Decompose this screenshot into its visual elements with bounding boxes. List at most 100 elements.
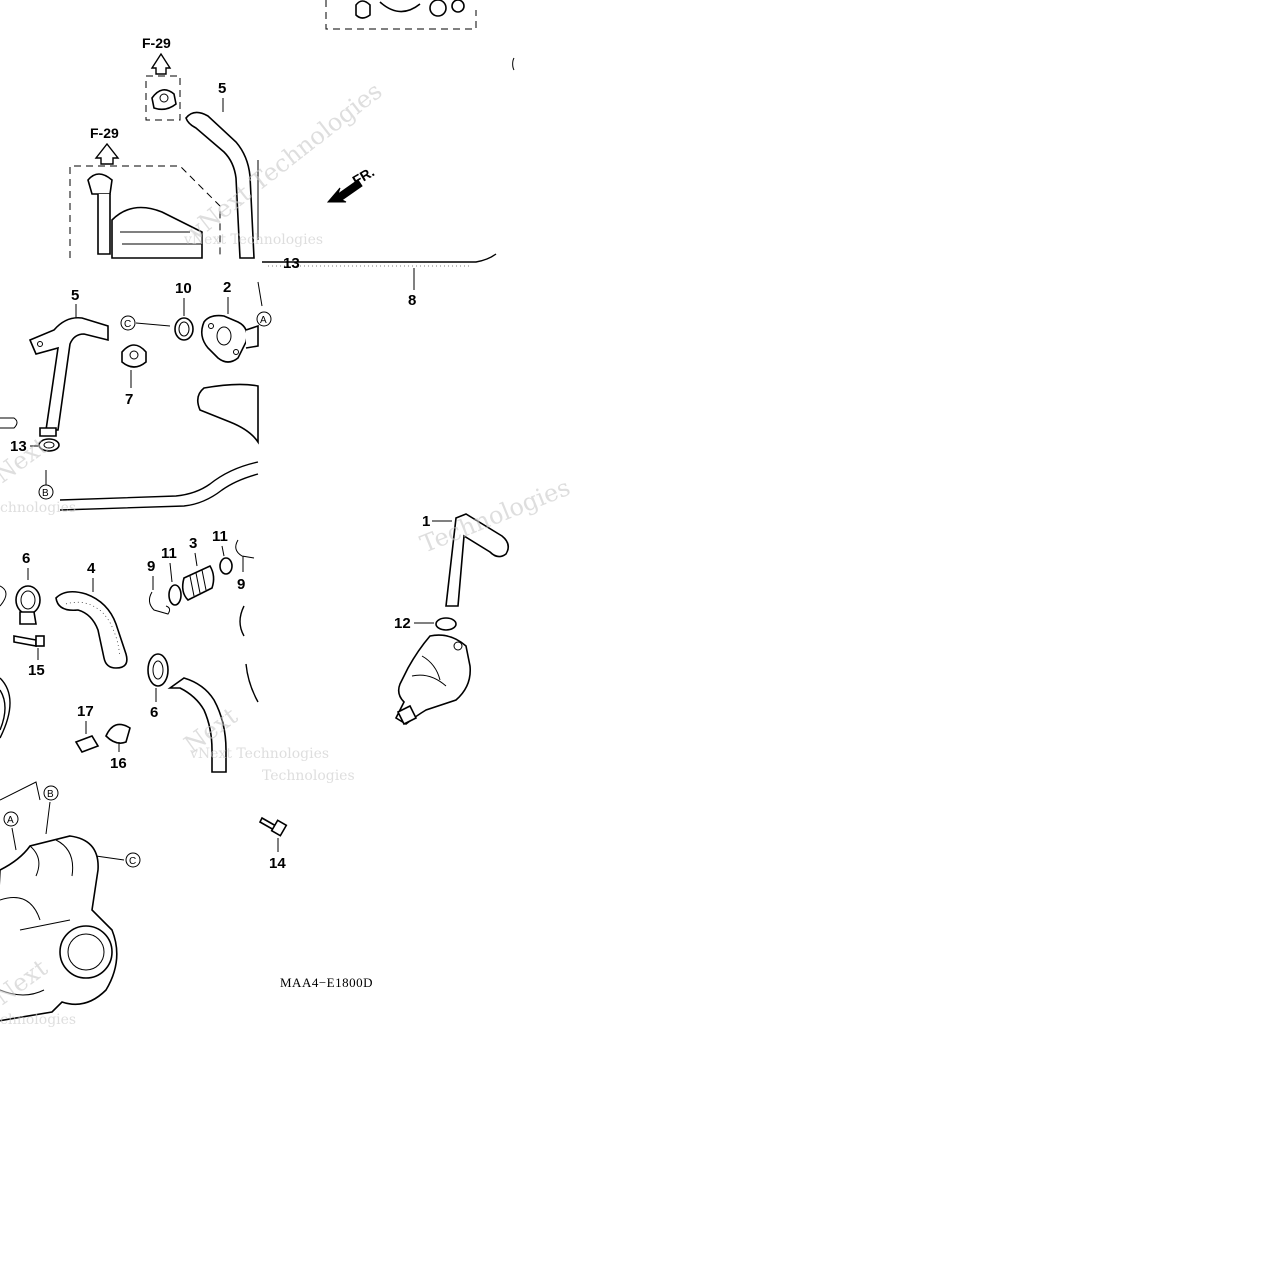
hose-4	[55, 590, 128, 669]
panel-lower: 6 15 4 9 11 3 11 9 6	[0, 528, 355, 784]
o-ring-11-right-icon	[219, 557, 233, 575]
reservoir-detail	[120, 231, 202, 245]
watermark-text-5: vNext Technologies	[189, 746, 329, 762]
joint-2-spigot	[245, 324, 259, 349]
clamp-hole-icon	[159, 93, 169, 103]
callout-9-left: 9	[147, 558, 155, 575]
callout-13-partial: 13	[283, 255, 300, 272]
front-direction-arrow-icon	[326, 179, 363, 203]
callout-10: 10	[175, 280, 192, 297]
leader-11-right	[221, 545, 225, 557]
clamp-icon	[151, 89, 177, 111]
circlip-9-left-icon	[148, 591, 171, 615]
pipe-5-lower	[28, 316, 109, 431]
clamp-6-lower-icon	[147, 653, 169, 687]
clip-17-icon	[74, 735, 100, 753]
circle-ref-c1-label: C	[124, 319, 131, 330]
leader-11-left	[169, 562, 173, 583]
ref-label-f29-upper: F-29	[142, 35, 171, 51]
leader-c1	[135, 322, 171, 327]
clamp-7-inner	[129, 350, 139, 360]
circle-ref-c2	[125, 852, 141, 868]
dashed-box-reservoir	[69, 165, 221, 258]
pipe-1	[445, 513, 510, 607]
ref-label-f29-lower: F-29	[90, 125, 119, 141]
leader-a2	[11, 827, 17, 851]
diagram-code: MAA4−E1800D	[280, 975, 373, 990]
o-ring-10-icon	[174, 317, 194, 341]
clamp-7-icon	[121, 344, 147, 368]
leader-c2	[95, 855, 125, 861]
o-ring-13-inner	[43, 441, 55, 449]
reservoir-cap	[87, 173, 113, 195]
callout-12: 12	[394, 615, 411, 632]
clamp-16-icon	[105, 723, 131, 744]
leader-a1	[257, 281, 263, 307]
engine-edge	[239, 605, 259, 703]
hose-large-lower	[59, 461, 259, 511]
callout-8: 8	[408, 292, 416, 309]
bracket-fragment	[0, 417, 18, 429]
clamp-6-upper-icon	[15, 585, 41, 615]
circle-ref-c1	[120, 315, 136, 331]
circle-ref-b1-label: B	[42, 488, 49, 499]
water-pump-outlet	[396, 704, 418, 726]
joint-2-hole	[216, 326, 232, 346]
hose-5-upper	[185, 111, 255, 259]
watermark-text-3: chnologies	[0, 500, 76, 516]
callout-17: 17	[77, 703, 94, 720]
callout-14: 14	[269, 855, 286, 872]
circle-ref-b2-label: B	[47, 789, 54, 800]
callout-11-right: 11	[212, 528, 228, 545]
watermark-text-1: vNext Technologies	[181, 77, 387, 246]
o-ring-12-icon	[435, 617, 457, 631]
callout-13: 13	[10, 438, 27, 455]
clamp-6-upper-screw	[19, 611, 37, 625]
water-pump-detail	[411, 655, 447, 687]
clamp-6-lower-inner	[152, 660, 164, 680]
hose-large-upper	[196, 383, 259, 445]
engine-cover-inner	[67, 933, 105, 971]
panel-middle: 5 13 B 7 C 10 2 A	[0, 279, 272, 516]
bolt-15-head	[35, 635, 45, 647]
circle-ref-b2	[43, 785, 59, 801]
joint-2-bolt-hole	[208, 323, 214, 329]
circle-ref-a2	[3, 811, 19, 827]
callout-6-upper: 6	[22, 550, 30, 567]
panel-engine: A B C Next chnologies 14 MAA4−E1800D	[0, 781, 373, 1028]
reservoir-body	[111, 206, 203, 259]
callout-3: 3	[189, 535, 197, 552]
bolt-15-shaft	[13, 635, 37, 647]
panel-top: F-29 F-29 5 FR. vNext Technologies vNext…	[69, 0, 515, 259]
callout-7: 7	[125, 391, 133, 408]
circlip-9-right-icon	[235, 539, 255, 559]
hose-8-group: 8 13	[262, 253, 497, 309]
circle-ref-c2-label: C	[129, 856, 136, 867]
callout-15: 15	[28, 662, 45, 679]
reservoir-neck	[97, 194, 111, 255]
engine-base	[0, 989, 45, 996]
hose-fragment-left	[0, 677, 11, 739]
pipe-end	[39, 427, 57, 437]
callout-11-left: 11	[161, 545, 177, 562]
callout-4: 4	[87, 560, 96, 577]
pipe-3-ribs	[189, 569, 207, 597]
clamp-6-upper-inner	[20, 590, 36, 610]
clamp-fragment-top-2	[451, 0, 465, 13]
callout-5-lower: 5	[71, 287, 79, 304]
o-ring-13-icon	[38, 438, 60, 452]
hose-8	[262, 253, 497, 263]
part-fragment-top	[355, 0, 371, 19]
circle-ref-a1-label: A	[260, 315, 267, 326]
callout-9-right: 9	[237, 576, 245, 593]
part-edge-left	[0, 585, 7, 607]
callout-1: 1	[422, 513, 430, 530]
circle-ref-a2-label: A	[7, 815, 14, 826]
watermark-text-1b: vNext Technologies	[183, 232, 323, 248]
up-arrow-icon	[150, 52, 172, 75]
o-ring-11-left-icon	[168, 584, 182, 606]
joint-2-icon	[200, 314, 248, 363]
callout-5-upper: 5	[218, 80, 226, 97]
dashed-box-clamp	[145, 75, 181, 121]
o-ring-10-inner	[178, 321, 190, 337]
